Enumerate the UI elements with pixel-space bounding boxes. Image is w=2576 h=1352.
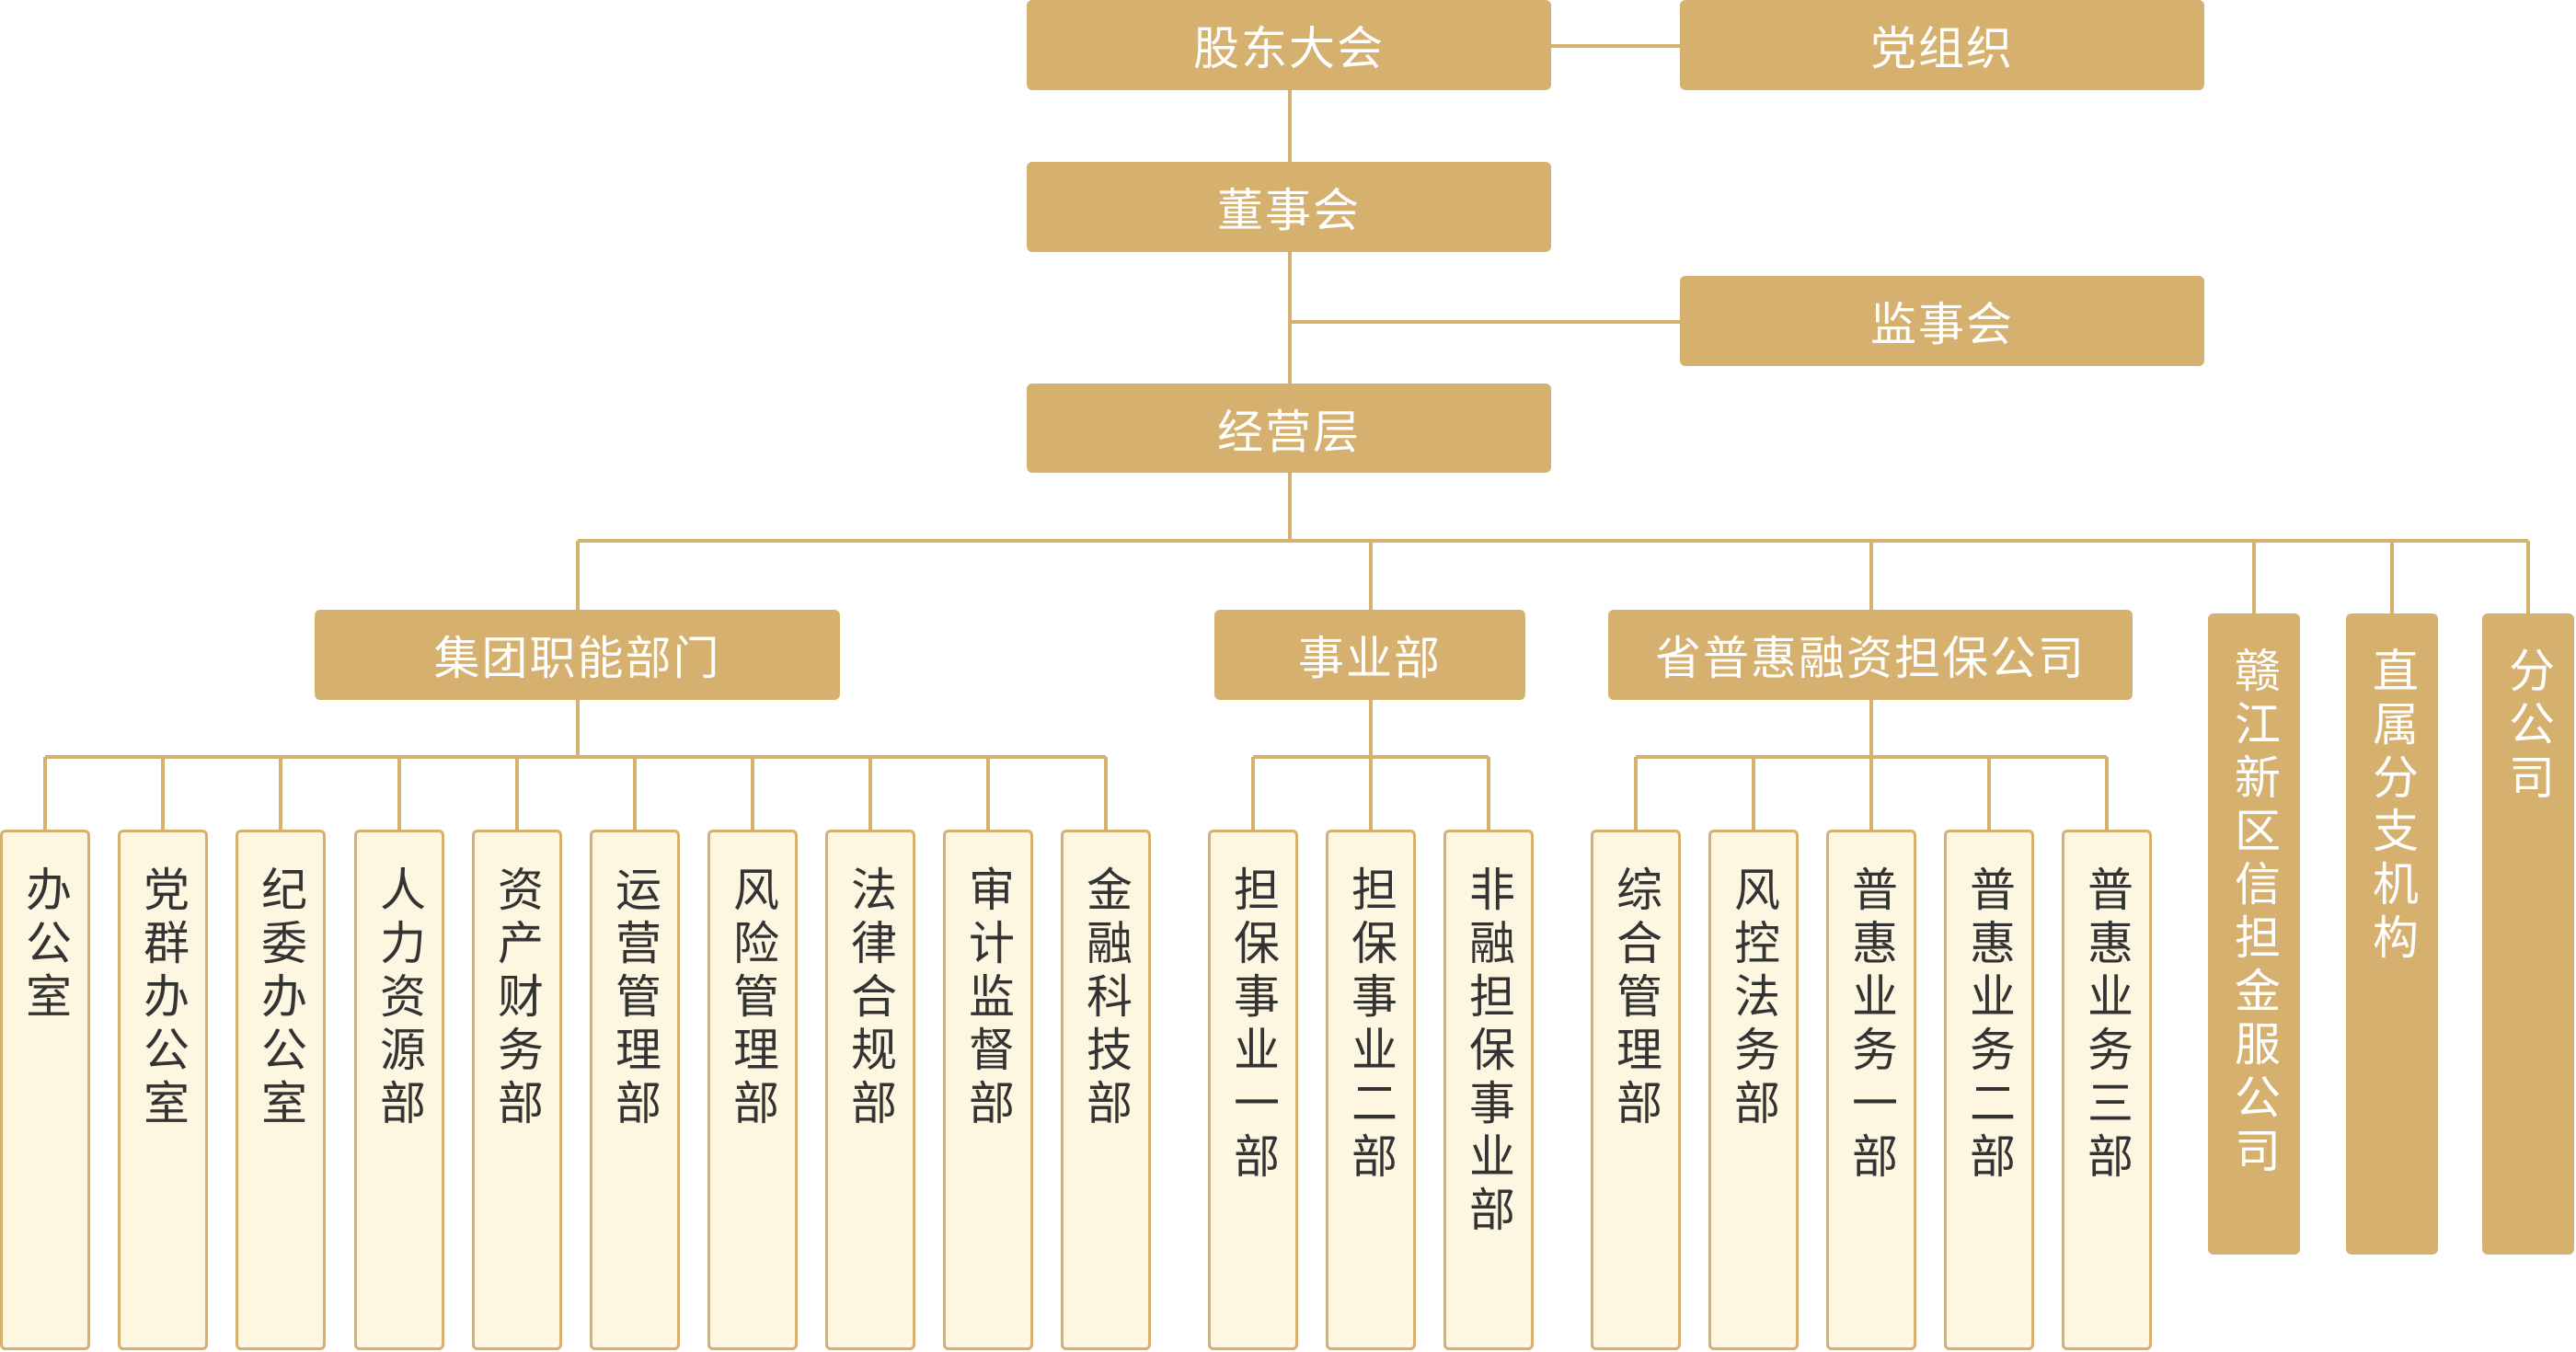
dept-risk-management-box: 风险管理部 — [707, 830, 798, 1350]
dept-operations-box: 运营管理部 — [590, 830, 680, 1350]
dept-non-financing-guarantee-label: 非融担保事业部 — [1462, 865, 1515, 1239]
ganjiang-company-box: 赣江新区信担金服公司 — [2208, 613, 2300, 1255]
dept-party-office-box: 党群办公室 — [118, 830, 208, 1350]
dept-party-office-label: 党群办公室 — [136, 865, 190, 1132]
party-organization-label: 党组织 — [1870, 22, 2014, 75]
dept-fintech-box: 金融科技部 — [1061, 830, 1151, 1350]
board-of-directors-label: 董事会 — [1217, 184, 1361, 237]
dept-risk-legal-box: 风控法务部 — [1708, 830, 1799, 1350]
dept-non-financing-guarantee-box: 非融担保事业部 — [1443, 830, 1534, 1350]
business-division-box: 事业部 — [1214, 610, 1525, 700]
branch-company-box: 分公司 — [2482, 613, 2574, 1255]
supervisory-board-box: 监事会 — [1680, 276, 2204, 366]
management-label: 经营层 — [1217, 405, 1361, 459]
business-division-label: 事业部 — [1298, 632, 1442, 685]
dept-audit-label: 审计监督部 — [961, 865, 1015, 1132]
party-organization-box: 党组织 — [1680, 0, 2204, 90]
dept-guarantee-business-1-box: 担保事业一部 — [1208, 830, 1298, 1350]
dept-risk-legal-label: 风控法务部 — [1727, 865, 1780, 1132]
dept-inclusive-business-2-box: 普惠业务二部 — [1944, 830, 2034, 1350]
dept-guarantee-business-2-box: 担保事业二部 — [1326, 830, 1416, 1350]
guarantee-company-label: 省普惠融资担保公司 — [1655, 632, 2086, 685]
dept-office-box: 办公室 — [0, 830, 90, 1350]
ganjiang-company-label: 赣江新区信担金服公司 — [2227, 647, 2281, 1180]
dept-risk-management-label: 风险管理部 — [726, 865, 779, 1132]
dept-legal-compliance-label: 法律合规部 — [844, 865, 897, 1132]
dept-general-management-box: 综合管理部 — [1591, 830, 1681, 1350]
dept-inclusive-business-1-label: 普惠业务一部 — [1845, 865, 1898, 1186]
shareholders-meeting-box: 股东大会 — [1027, 0, 1551, 90]
direct-branches-label: 直属分支机构 — [2365, 647, 2419, 967]
dept-asset-finance-box: 资产财务部 — [472, 830, 562, 1350]
dept-guarantee-business-1-label: 担保事业一部 — [1226, 865, 1280, 1186]
dept-human-resources-label: 人力资源部 — [373, 865, 426, 1132]
group-functional-departments-label: 集团职能部门 — [433, 632, 721, 685]
dept-inclusive-business-3-label: 普惠业务三部 — [2080, 865, 2133, 1186]
dept-discipline-office-label: 纪委办公室 — [254, 865, 307, 1132]
dept-legal-compliance-box: 法律合规部 — [825, 830, 915, 1350]
supervisory-board-label: 监事会 — [1870, 298, 2014, 351]
dept-inclusive-business-1-box: 普惠业务一部 — [1826, 830, 1916, 1350]
dept-operations-label: 运营管理部 — [608, 865, 661, 1132]
group-functional-departments-box: 集团职能部门 — [315, 610, 840, 700]
dept-discipline-office-box: 纪委办公室 — [236, 830, 326, 1350]
dept-office-label: 办公室 — [18, 865, 72, 1025]
shareholders-meeting-label: 股东大会 — [1193, 22, 1385, 75]
dept-fintech-label: 金融科技部 — [1079, 865, 1133, 1132]
guarantee-company-box: 省普惠融资担保公司 — [1608, 610, 2133, 700]
dept-audit-box: 审计监督部 — [943, 830, 1033, 1350]
direct-branches-box: 直属分支机构 — [2346, 613, 2438, 1255]
board-of-directors-box: 董事会 — [1027, 162, 1551, 252]
dept-inclusive-business-2-label: 普惠业务二部 — [1962, 865, 2016, 1186]
management-box: 经营层 — [1027, 384, 1551, 473]
dept-asset-finance-label: 资产财务部 — [490, 865, 544, 1132]
branch-company-label: 分公司 — [2501, 647, 2555, 807]
dept-human-resources-box: 人力资源部 — [354, 830, 444, 1350]
dept-guarantee-business-2-label: 担保事业二部 — [1344, 865, 1397, 1186]
dept-general-management-label: 综合管理部 — [1609, 865, 1662, 1132]
dept-inclusive-business-3-box: 普惠业务三部 — [2062, 830, 2152, 1350]
